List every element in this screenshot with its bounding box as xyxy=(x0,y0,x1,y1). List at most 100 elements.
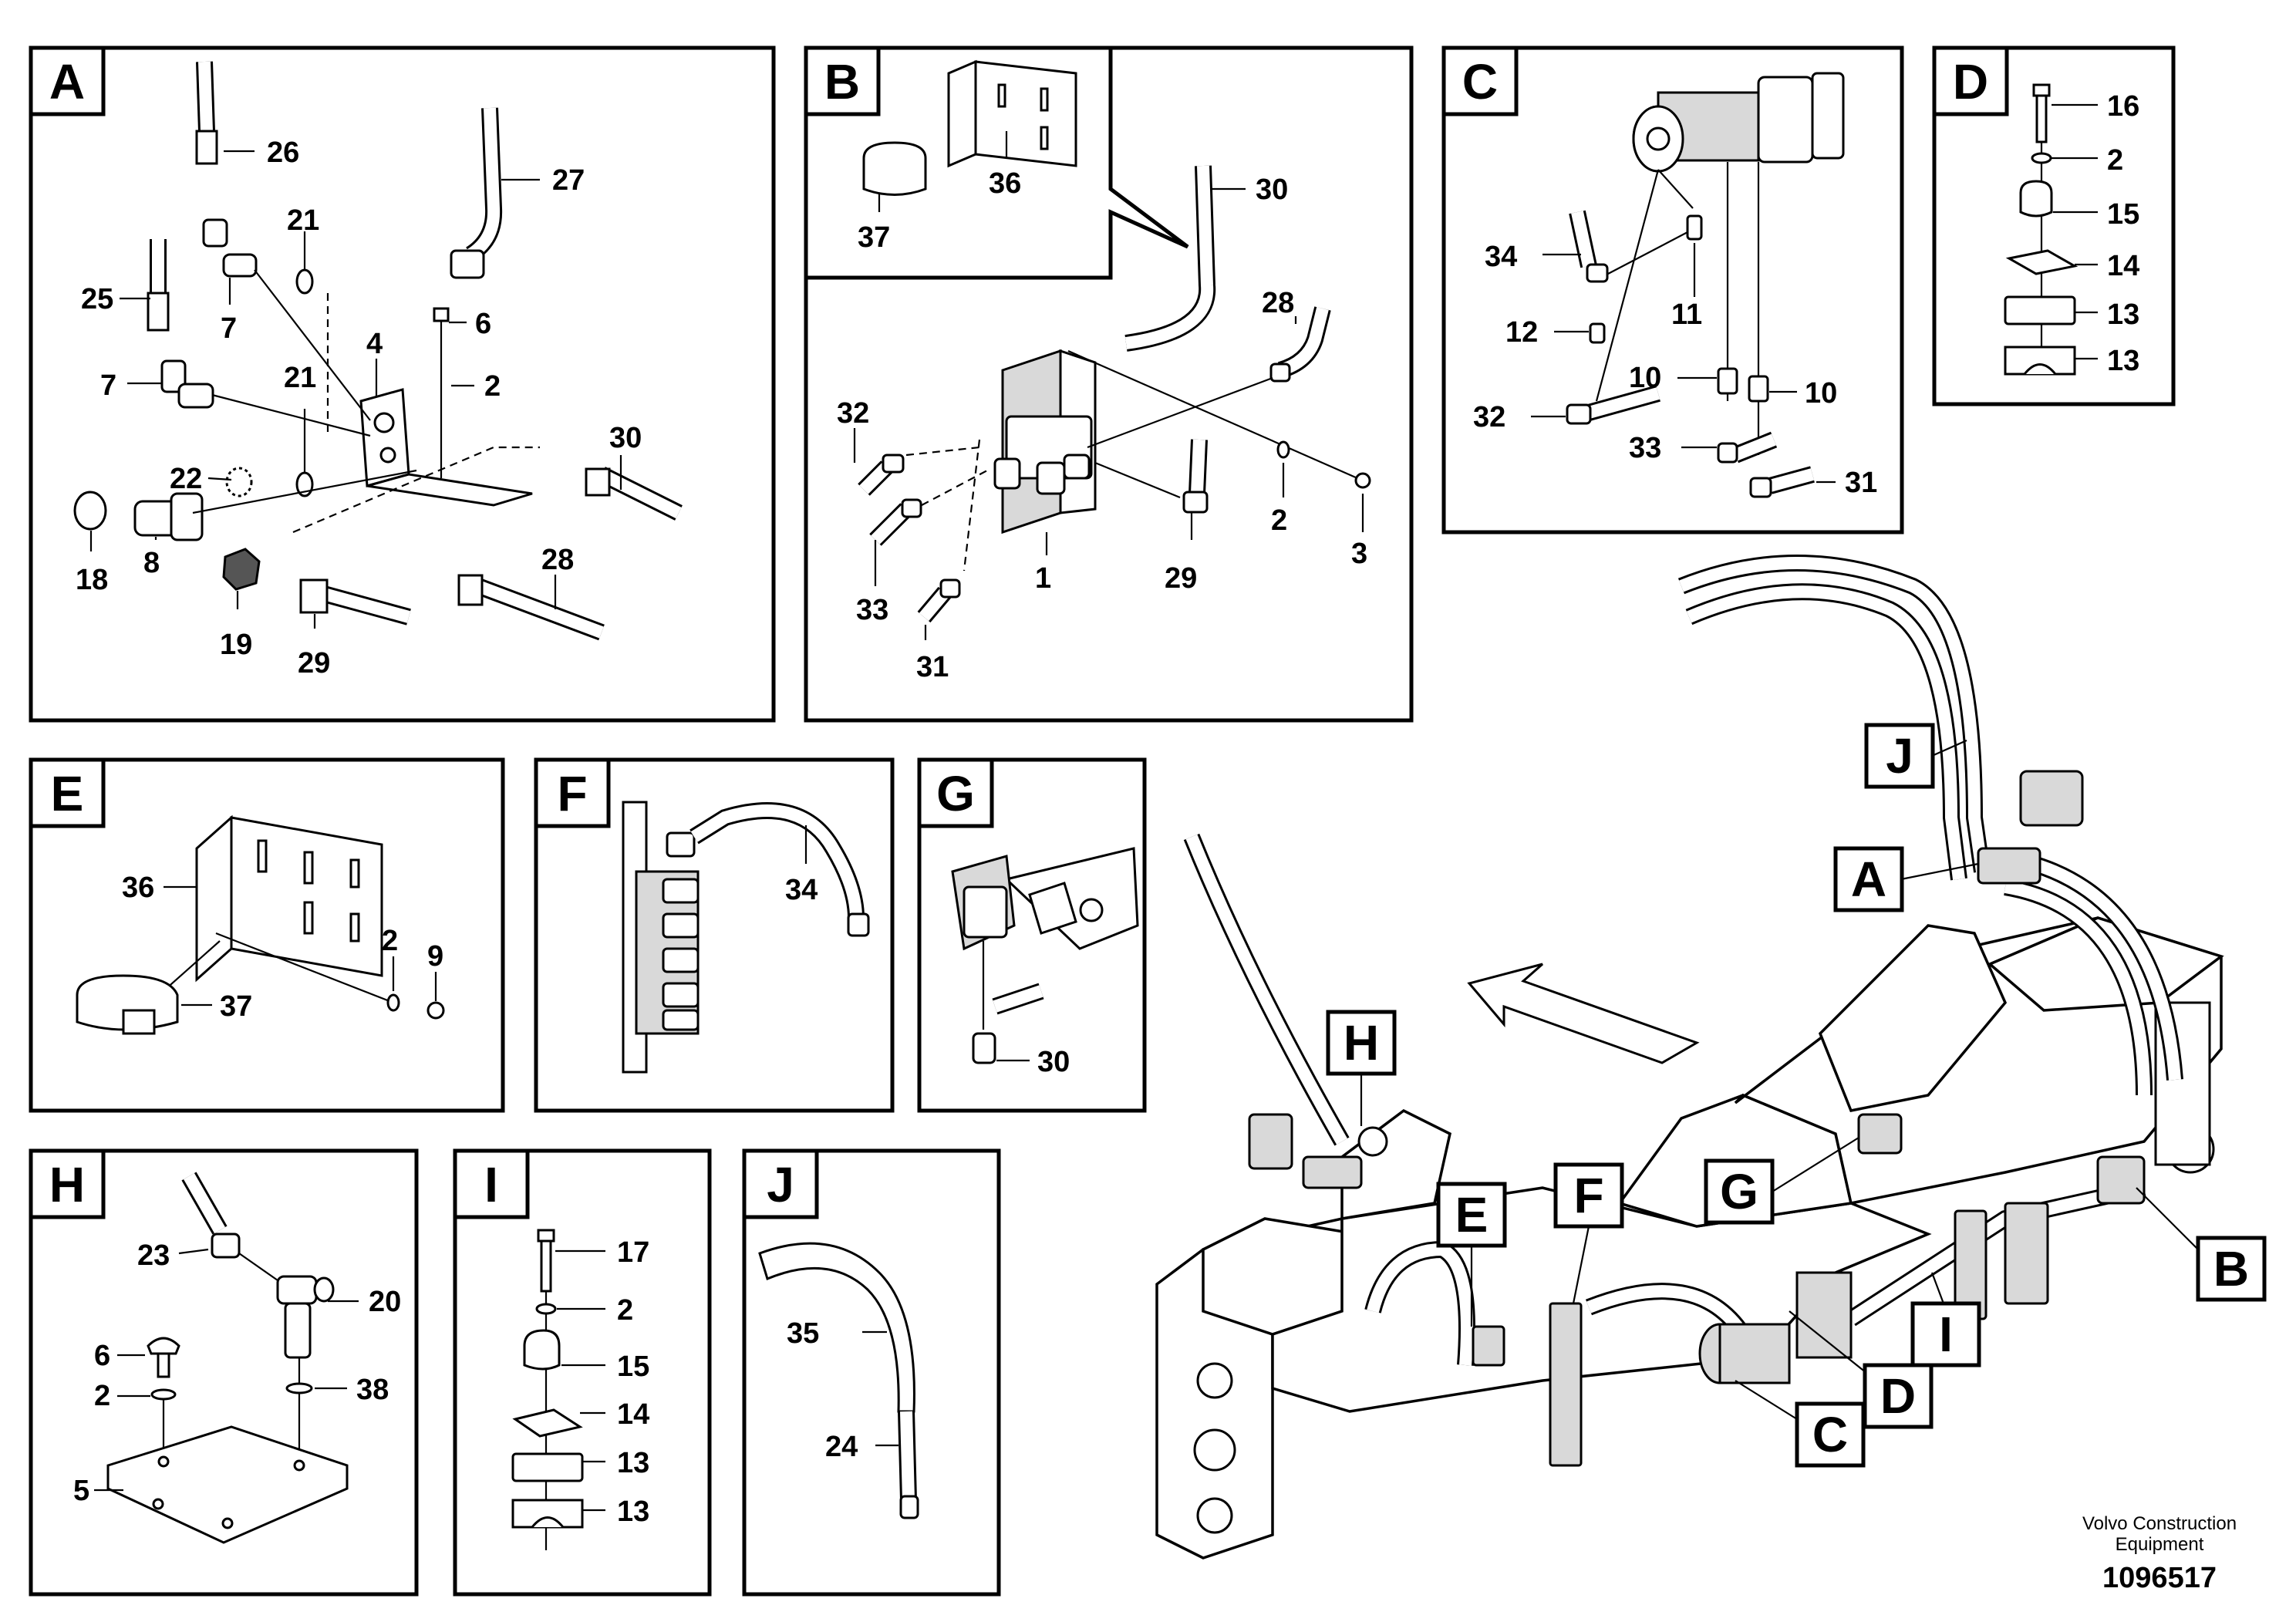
panel-d-tag xyxy=(1932,46,2009,116)
panel-e: E 36 2 9 37 xyxy=(29,757,505,1113)
panel-h-tag xyxy=(29,1148,106,1219)
callout-b-33: 33 xyxy=(856,594,888,626)
panel-e-label: E xyxy=(51,766,84,821)
callout-i-13b: 13 xyxy=(617,1496,649,1528)
panel-a-tag xyxy=(29,46,106,116)
overview-label-h: H xyxy=(1344,1015,1379,1071)
panel-c-label: C xyxy=(1462,54,1498,110)
callout-h-20: 20 xyxy=(369,1286,401,1318)
callout-i-17: 17 xyxy=(617,1236,649,1269)
overview-tag-j xyxy=(1864,723,1935,789)
callout-a-7b: 7 xyxy=(100,369,116,402)
callout-a-27: 27 xyxy=(552,164,585,197)
callout-b-31: 31 xyxy=(916,651,949,683)
callout-b-32: 32 xyxy=(837,397,869,430)
panel-i-tag xyxy=(453,1148,530,1219)
callout-e-36: 36 xyxy=(122,872,154,904)
panel-j-tag xyxy=(742,1148,819,1219)
callout-i-14: 14 xyxy=(617,1398,649,1431)
overview-tag-b xyxy=(2196,1236,2267,1302)
overview-tag-c xyxy=(1795,1401,1866,1468)
panel-h: H 23 20 6 2 38 5 xyxy=(29,1148,419,1597)
callout-a-18: 18 xyxy=(76,564,108,596)
callout-d-13a: 13 xyxy=(2107,298,2139,331)
callout-b-3: 3 xyxy=(1351,538,1367,570)
callout-h-38: 38 xyxy=(356,1374,389,1406)
callout-d-14: 14 xyxy=(2107,250,2139,282)
callout-h-5: 5 xyxy=(73,1475,89,1507)
overview-label-c: C xyxy=(1812,1407,1848,1462)
callout-g-30: 30 xyxy=(1037,1046,1070,1078)
panel-h-label: H xyxy=(49,1157,85,1212)
drawing-number: 1096517 xyxy=(2102,1562,2217,1594)
callout-b-1: 1 xyxy=(1035,562,1051,595)
panel-f-tag xyxy=(534,757,611,828)
callout-a-21b: 21 xyxy=(284,362,316,394)
callout-a-25: 25 xyxy=(81,283,113,315)
callout-a-28: 28 xyxy=(541,544,574,576)
panel-c: C 34 11 12 10 10 32 xyxy=(1441,46,1904,534)
callout-j-24: 24 xyxy=(825,1431,858,1463)
callout-c-12: 12 xyxy=(1505,316,1538,349)
panel-c-tag xyxy=(1441,46,1519,116)
callout-b-37: 37 xyxy=(858,221,890,254)
brand-line-1: Volvo Construction xyxy=(2082,1513,2237,1534)
panel-a-label: A xyxy=(49,54,85,110)
panel-b: B 36 37 30 28 32 xyxy=(804,46,1414,723)
overview-tag-h xyxy=(1326,1010,1397,1076)
callout-a-2: 2 xyxy=(484,370,501,403)
callout-c-11: 11 xyxy=(1671,298,1702,331)
panel-b-label: B xyxy=(824,54,860,110)
panel-f: F 34 xyxy=(534,757,895,1113)
panel-g-label: G xyxy=(936,766,975,821)
callout-e-37: 37 xyxy=(220,990,252,1023)
panel-j-label: J xyxy=(767,1157,794,1212)
callout-i-13a: 13 xyxy=(617,1447,649,1479)
direction-arrow-icon xyxy=(1467,963,1700,1064)
callout-i-15: 15 xyxy=(617,1351,649,1383)
panel-f-label: F xyxy=(557,766,587,821)
overview-tag-a xyxy=(1833,846,1904,912)
callout-a-26: 26 xyxy=(267,137,299,169)
overview-tag-d xyxy=(1863,1363,1934,1429)
callout-a-6: 6 xyxy=(475,308,491,340)
panel-a: A xyxy=(29,46,776,723)
callout-h-6: 6 xyxy=(94,1340,110,1372)
overview-label-j: J xyxy=(1886,728,1913,784)
callout-a-4: 4 xyxy=(366,328,383,360)
overview-label-i: I xyxy=(1939,1307,1953,1362)
callout-d-13b: 13 xyxy=(2107,345,2139,377)
callout-d-2: 2 xyxy=(2107,144,2123,177)
callout-c-32: 32 xyxy=(1473,401,1505,433)
overview-label-b: B xyxy=(2213,1241,2249,1297)
callout-a-21: 21 xyxy=(287,204,319,237)
panel-i: I 17 2 15 14 13 13 xyxy=(453,1148,712,1597)
overview-tag-e xyxy=(1436,1182,1507,1248)
panel-d-label: D xyxy=(1953,54,1988,110)
callout-b-36: 36 xyxy=(989,167,1021,200)
callout-h-23: 23 xyxy=(137,1239,170,1272)
callout-c-33: 33 xyxy=(1629,432,1661,464)
overview-label-f: F xyxy=(1573,1168,1603,1223)
overview-tag-i xyxy=(1910,1301,1981,1367)
panel-j: J 35 24 xyxy=(742,1148,1001,1597)
callout-a-29: 29 xyxy=(298,647,330,679)
callout-e-9: 9 xyxy=(427,940,443,973)
overview-tag-g xyxy=(1704,1158,1775,1225)
overview-tag-f xyxy=(1553,1162,1624,1229)
callout-e-2: 2 xyxy=(382,925,398,957)
callout-a-30: 30 xyxy=(609,422,642,454)
callout-b-28: 28 xyxy=(1262,287,1294,319)
callout-f-34: 34 xyxy=(785,874,818,906)
callout-a-7a: 7 xyxy=(221,312,237,345)
panel-d: D 16 2 15 14 13 13 xyxy=(1932,46,2176,406)
callout-b-2: 2 xyxy=(1271,504,1287,537)
callout-d-15: 15 xyxy=(2107,198,2139,231)
overview-label-e: E xyxy=(1455,1187,1489,1243)
callout-a-22: 22 xyxy=(170,463,202,495)
panel-b-tag xyxy=(804,46,881,116)
callout-b-29: 29 xyxy=(1165,562,1197,595)
panel-i-label: I xyxy=(484,1157,498,1212)
overview-label-d: D xyxy=(1880,1368,1916,1424)
